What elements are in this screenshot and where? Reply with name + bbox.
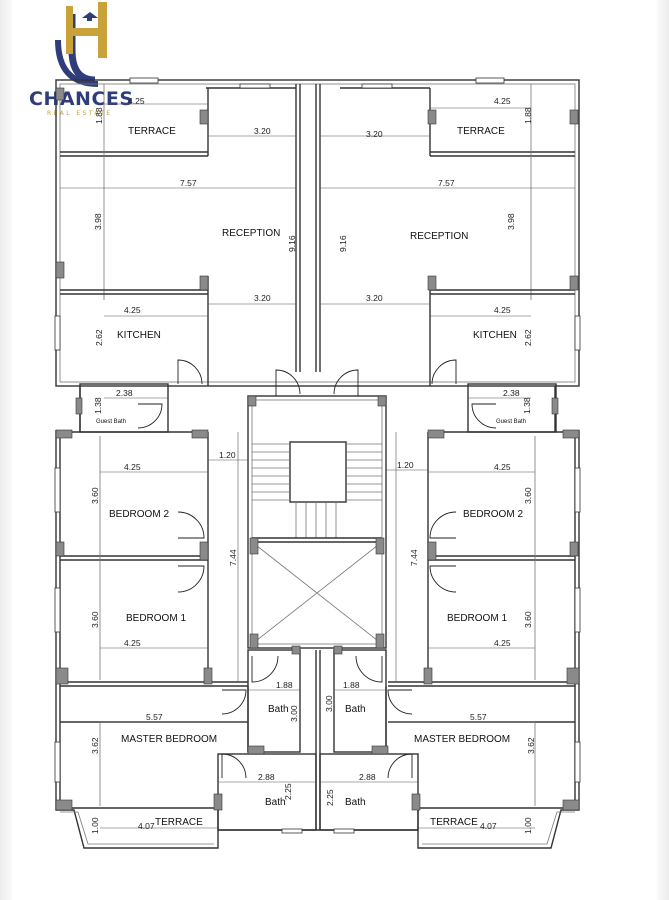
dim-passage-top-r: 3.20 bbox=[366, 129, 383, 139]
room-label-bath-upper-right: Bath bbox=[345, 704, 366, 715]
dim-bed1-l-h: 3.60 bbox=[90, 611, 100, 628]
room-label-terrace-top-left: TERRACE bbox=[128, 126, 176, 137]
dim-bed2-r-w: 4.25 bbox=[494, 462, 511, 472]
dim-terrace-bl-w: 4.07 bbox=[138, 821, 155, 831]
dim-guest-l-h: 1.38 bbox=[93, 397, 103, 414]
room-label-reception-left: RECEPTION bbox=[222, 228, 280, 239]
room-label-bedroom2-left: BEDROOM 2 bbox=[109, 509, 169, 520]
logo-tagline: REAL ESTATE bbox=[47, 110, 113, 117]
dim-bath-lo-r-w: 2.88 bbox=[359, 772, 376, 782]
dim-corridor-r: 1.20 bbox=[397, 460, 414, 470]
outer-walls bbox=[55, 79, 580, 808]
dimension-labels: 4.25 1.88 4.25 1.88 3.20 3.20 7.57 7.57 … bbox=[90, 96, 536, 834]
dim-terrace-tl-h: 1.88 bbox=[94, 107, 104, 124]
room-label-kitchen-right: KITCHEN bbox=[473, 330, 517, 341]
dim-guest-l-w: 2.38 bbox=[116, 388, 133, 398]
dim-bed1-r-w: 4.25 bbox=[494, 638, 511, 648]
room-label-kitchen-left: KITCHEN bbox=[117, 330, 161, 341]
dim-kitchen-r-h: 2.62 bbox=[523, 329, 533, 346]
room-label-bedroom1-right: BEDROOM 1 bbox=[447, 613, 507, 624]
dim-center-l-h: 9.16 bbox=[287, 235, 297, 252]
dim-hall-l-h: 7.44 bbox=[228, 549, 238, 566]
room-label-reception-right: RECEPTION bbox=[410, 231, 468, 242]
dim-kitchen-l-h: 2.62 bbox=[94, 329, 104, 346]
dim-kitchen-l-w: 4.25 bbox=[124, 305, 141, 315]
house-mark-icon bbox=[55, 2, 107, 87]
dim-master-l-w: 5.57 bbox=[146, 712, 163, 722]
dim-bed1-r-h: 3.60 bbox=[523, 611, 533, 628]
room-label-bath-lower-right: Bath bbox=[345, 797, 366, 808]
dim-bath-up-l-w: 1.88 bbox=[276, 680, 293, 690]
room-label-master-right: MASTER BEDROOM bbox=[414, 734, 510, 745]
dim-terrace-tr-h: 1.88 bbox=[523, 107, 533, 124]
dim-passage-top-l: 3.20 bbox=[254, 126, 271, 136]
stair-core bbox=[247, 395, 387, 649]
room-label-terrace-bottom-right: TERRACE bbox=[430, 817, 478, 828]
dim-guest-r-h: 1.38 bbox=[522, 397, 532, 414]
dim-hall-r-h: 7.44 bbox=[409, 549, 419, 566]
room-label-master-left: MASTER BEDROOM bbox=[121, 734, 217, 745]
dim-bath-up-r-h: 3.00 bbox=[324, 695, 334, 712]
dim-reception-r-h: 3.98 bbox=[506, 213, 516, 230]
dim-terrace-br-w: 4.07 bbox=[480, 821, 497, 831]
dim-bath-lo-l-h: 2.25 bbox=[283, 783, 293, 800]
dim-bed1-l-w: 4.25 bbox=[124, 638, 141, 648]
dim-passage-mid-l: 3.20 bbox=[254, 293, 271, 303]
dim-terrace-tl-w: 4.25 bbox=[128, 96, 145, 106]
logo-name: CHANCES bbox=[29, 88, 134, 110]
dim-master-l-h: 3.62 bbox=[90, 737, 100, 754]
room-label-guest-bath-left: Guest Bath bbox=[96, 419, 126, 425]
dim-reception-r-w: 7.57 bbox=[438, 178, 455, 188]
dim-terrace-br-h: 1.00 bbox=[523, 817, 533, 834]
dim-bed2-l-h: 3.60 bbox=[90, 487, 100, 504]
room-label-terrace-top-right: TERRACE bbox=[457, 126, 505, 137]
dim-bath-up-r-w: 1.88 bbox=[343, 680, 360, 690]
page-edge-left bbox=[0, 0, 12, 900]
dim-center-r-h: 9.16 bbox=[338, 235, 348, 252]
room-label-bedroom1-left: BEDROOM 1 bbox=[126, 613, 186, 624]
room-label-bedroom2-right: BEDROOM 2 bbox=[463, 509, 523, 520]
dim-terrace-tr-w: 4.25 bbox=[494, 96, 511, 106]
dim-bed2-r-h: 3.60 bbox=[523, 487, 533, 504]
dim-passage-mid-r: 3.20 bbox=[366, 293, 383, 303]
dim-guest-r-w: 2.38 bbox=[503, 388, 520, 398]
room-label-terrace-bottom-left: TERRACE bbox=[155, 817, 203, 828]
dim-master-r-h: 3.62 bbox=[526, 737, 536, 754]
chances-logo: CHANCES REAL ESTATE bbox=[29, 2, 134, 117]
doors bbox=[137, 359, 497, 779]
dim-kitchen-r-w: 4.25 bbox=[494, 305, 511, 315]
room-label-bath-upper-left: Bath bbox=[268, 704, 289, 715]
dim-corridor-l: 1.20 bbox=[219, 450, 236, 460]
room-label-guest-bath-right: Guest Bath bbox=[496, 419, 526, 425]
structural-columns bbox=[55, 87, 580, 811]
dim-reception-l-h: 3.98 bbox=[93, 213, 103, 230]
dim-bath-up-l-h: 3.00 bbox=[289, 705, 299, 722]
dim-reception-l-w: 7.57 bbox=[180, 178, 197, 188]
dim-bath-lo-r-h: 2.25 bbox=[325, 789, 335, 806]
windows bbox=[54, 77, 581, 834]
upper-rooms bbox=[60, 84, 575, 433]
room-label-bath-lower-left: Bath bbox=[265, 797, 286, 808]
dim-master-r-w: 5.57 bbox=[470, 712, 487, 722]
dim-bed2-l-w: 4.25 bbox=[124, 462, 141, 472]
dim-bath-lo-l-w: 2.88 bbox=[258, 772, 275, 782]
dimension-lines bbox=[60, 103, 575, 829]
room-labels: TERRACE TERRACE RECEPTION RECEPTION KITC… bbox=[96, 126, 526, 828]
dim-terrace-bl-h: 1.00 bbox=[90, 817, 100, 834]
